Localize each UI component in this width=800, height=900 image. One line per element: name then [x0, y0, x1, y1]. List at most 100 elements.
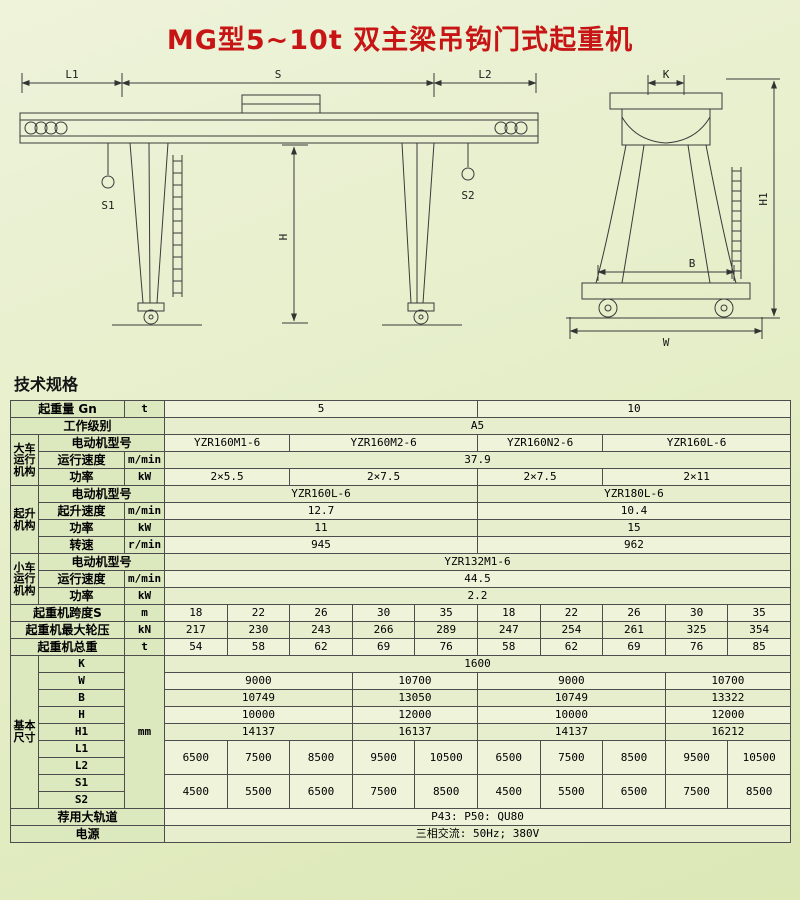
gantry-power-value: 2×11 — [602, 468, 791, 486]
capacity-unit: t — [124, 400, 166, 418]
span-value: 26 — [602, 604, 666, 622]
row-trolley-power: 功率 kW 2.2 — [11, 587, 791, 605]
span-value: 30 — [351, 604, 416, 622]
dim-B-value: 10749 — [164, 689, 353, 707]
capacity-label: 起重量 Gn — [9, 400, 126, 418]
gantry-motor-value: YZR160M1-6 — [164, 434, 291, 452]
row-hoist-motor: 起升机构 电动机型号 YZR160L-6 YZR180L-6 — [10, 485, 791, 554]
wheel-load-value: 243 — [289, 621, 353, 639]
capacity-10t: 10 — [477, 400, 791, 418]
dim-S-value: 4500 — [164, 774, 228, 809]
dim-S-value: 5500 — [226, 774, 291, 809]
dim-H-value: 10000 — [164, 706, 353, 724]
row-dim-S1: S1 4500 5500 6500 7500 8500 4500 5500 65… — [11, 774, 791, 809]
wheel-load-label: 起重机最大轮压 — [9, 621, 126, 639]
rail-value: P43: P50: QU80 — [164, 808, 791, 826]
row-dim-B: B 10749 13050 10749 13322 — [11, 689, 791, 707]
total-weight-value: 85 — [727, 638, 791, 656]
hoist-speed-label: 起升速度 — [37, 502, 126, 520]
duty-class-label: 工作级别 — [9, 417, 166, 435]
dimensions-unit: mm — [124, 655, 166, 809]
dim-S-value: 7500 — [664, 774, 729, 809]
hoist-speed-value: 10.4 — [477, 502, 791, 520]
total-weight-value: 62 — [289, 638, 353, 656]
row-duty-class: 工作级别 A5 — [9, 417, 791, 435]
dim-L-value: 6500 — [164, 740, 228, 775]
dim-S1-label: S1 — [37, 774, 126, 792]
row-capacity: 起重量 Gn t 5 10 — [9, 400, 791, 418]
hoist-motor-label: 电动机型号 — [37, 485, 166, 503]
dim-label-S2: S2 — [461, 189, 474, 202]
dim-L-value: 10500 — [414, 740, 478, 775]
dim-H-value: 12000 — [351, 706, 479, 724]
duty-class-value: A5 — [164, 417, 791, 435]
rail-label: 荐用大轨道 — [9, 808, 166, 826]
row-hoist-rpm: 转速 r/min 945 962 — [11, 536, 791, 554]
span-value: 30 — [664, 604, 729, 622]
wheel-load-value: 289 — [414, 621, 478, 639]
row-span: 起重机跨度S m 18 22 26 30 35 18 22 26 30 35 — [9, 604, 791, 622]
section-heading: 技术规格 — [14, 375, 79, 394]
front-view — [19, 73, 539, 326]
dim-S-value: 7500 — [351, 774, 416, 809]
dim-L2-label: L2 — [37, 757, 126, 775]
row-dim-H1: H1 14137 16137 14137 16212 — [11, 723, 791, 741]
trolley-speed-unit: m/min — [124, 570, 166, 588]
hoist-power-label: 功率 — [37, 519, 126, 537]
total-weight-unit: t — [124, 638, 166, 656]
trolley-motor-value: YZR132M1-6 — [164, 553, 791, 571]
span-value: 18 — [164, 604, 228, 622]
dimensions-group: 基本尺寸 — [10, 655, 39, 809]
trolley-power-label: 功率 — [37, 587, 126, 605]
dim-label-S: S — [275, 68, 282, 81]
span-value: 35 — [727, 604, 791, 622]
hoist-rpm-value: 945 — [164, 536, 478, 554]
dim-L-value: 9500 — [351, 740, 416, 775]
dim-B-label: B — [37, 689, 126, 707]
wheel-load-value: 261 — [602, 621, 666, 639]
total-weight-value: 62 — [539, 638, 604, 656]
dim-H-label: H — [37, 706, 126, 724]
total-weight-value: 69 — [602, 638, 666, 656]
total-weight-label: 起重机总重 — [9, 638, 126, 656]
dim-S2-label: S2 — [37, 791, 126, 809]
trolley-speed-label: 运行速度 — [37, 570, 126, 588]
page-title: MG型5~10t 双主梁吊钩门式起重机 — [166, 25, 634, 56]
row-trolley-speed: 运行速度 m/min 44.5 — [11, 570, 791, 588]
power-supply-value: 三相交流: 50Hz; 380V — [164, 825, 791, 843]
row-rail: 荐用大轨道 P43: P50: QU80 — [9, 808, 791, 826]
gantry-speed-value: 37.9 — [164, 451, 791, 469]
dim-W-value: 9000 — [164, 672, 353, 690]
dim-S-value: 6500 — [602, 774, 666, 809]
dim-S-value: 8500 — [727, 774, 791, 809]
dim-S-value: 5500 — [539, 774, 604, 809]
wheel-load-value: 325 — [664, 621, 729, 639]
gantry-motor-value: YZR160M2-6 — [289, 434, 478, 452]
hoist-motor-value: YZR180L-6 — [477, 485, 791, 503]
dim-W-value: 10700 — [351, 672, 479, 690]
span-value: 22 — [539, 604, 604, 622]
total-weight-value: 76 — [414, 638, 478, 656]
wheel-load-unit: kN — [124, 621, 166, 639]
gantry-motor-value: YZR160N2-6 — [476, 434, 604, 452]
trolley-motor-label: 电动机型号 — [37, 553, 166, 571]
dim-W-value: 10700 — [664, 672, 791, 690]
dim-L-value: 7500 — [226, 740, 291, 775]
row-gantry-motor: 大车运行机构 电动机型号 YZR160M1-6 YZR160M2-6 YZR16… — [10, 434, 791, 486]
wheel-load-value: 230 — [226, 621, 291, 639]
dim-L-value: 10500 — [727, 740, 791, 775]
gantry-motor-value: YZR160L-6 — [602, 434, 791, 452]
dim-K-label: K — [37, 655, 126, 673]
technical-drawing: L1 S L2 S1 S2 H K H1 B W — [19, 68, 780, 349]
wheel-load-value: 217 — [164, 621, 228, 639]
dim-label-B: B — [689, 257, 696, 270]
gantry-power-value: 2×5.5 — [164, 468, 291, 486]
dim-H1-value: 14137 — [164, 723, 353, 741]
dim-B-value: 13050 — [351, 689, 479, 707]
row-trolley-motor: 小车运行机构 电动机型号 YZR132M1-6 — [10, 553, 791, 605]
total-weight-value: 58 — [477, 638, 541, 656]
dim-H1-value: 16137 — [351, 723, 479, 741]
dim-label-S1: S1 — [101, 199, 114, 212]
span-unit: m — [124, 604, 166, 622]
